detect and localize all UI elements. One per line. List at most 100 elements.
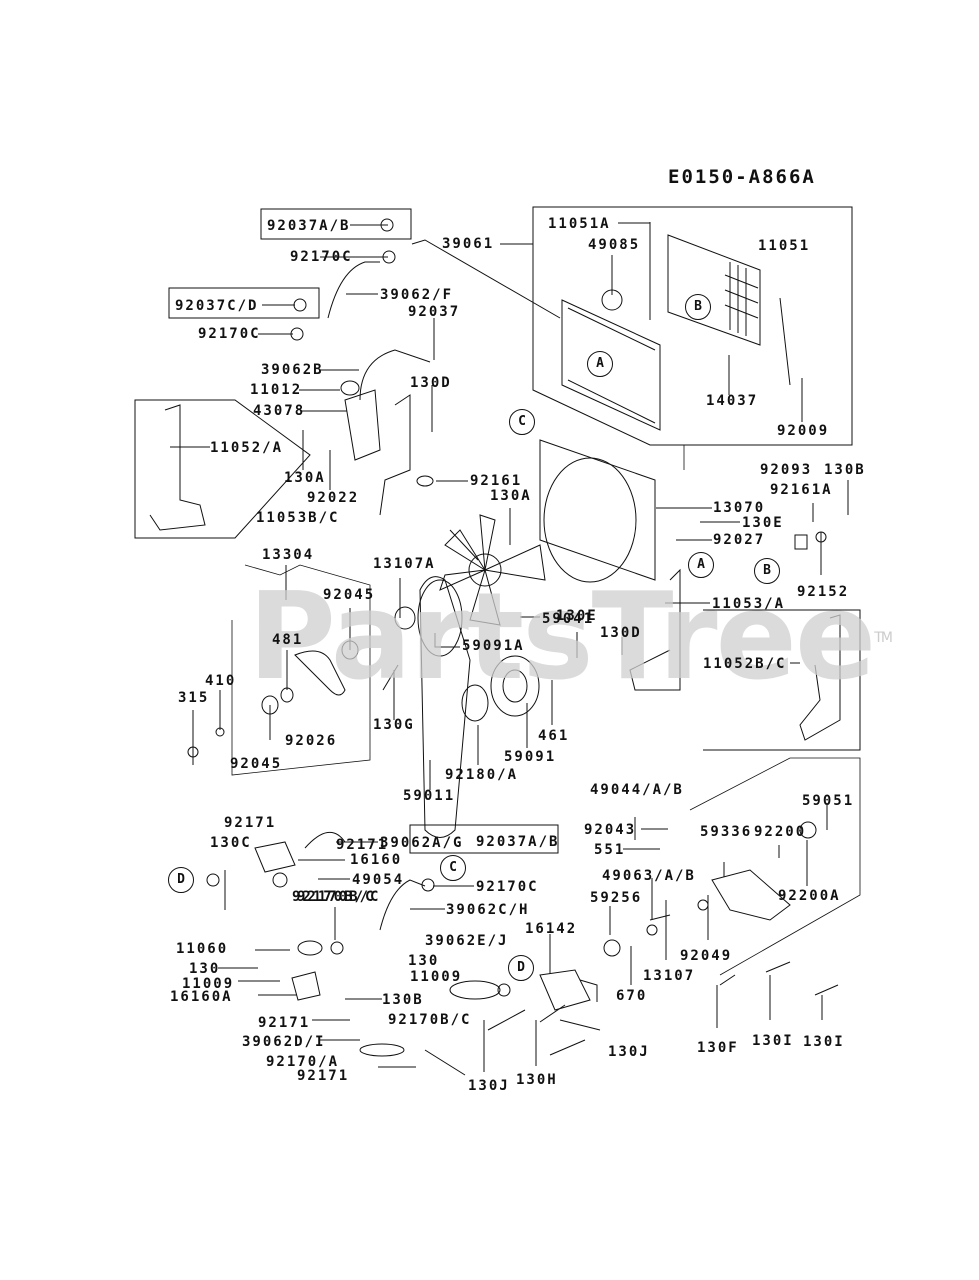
bolt-130j-a bbox=[487, 1009, 526, 1031]
part-label-11009: 11009 bbox=[410, 969, 463, 985]
part-label-130: 130 bbox=[408, 953, 440, 969]
idler-13107a bbox=[394, 606, 416, 630]
part-label-92171: 92171 bbox=[258, 1015, 311, 1031]
bolt-130i-b bbox=[814, 984, 839, 996]
part-label-92045: 92045 bbox=[230, 756, 283, 772]
ref-marker-c-mid: C bbox=[440, 855, 466, 881]
part-label-130f: 130F bbox=[697, 1040, 739, 1056]
bracket-11052a-part bbox=[149, 404, 206, 531]
part-label-39062e-j: 39062E/J bbox=[425, 933, 509, 949]
part-label-92093: 92093 bbox=[760, 462, 813, 478]
fan-hub bbox=[468, 553, 502, 587]
part-label-16160a: 16160A bbox=[170, 989, 233, 1005]
label-box-92037cd bbox=[168, 287, 320, 319]
part-shapes bbox=[149, 218, 841, 1057]
thermostat-49054 bbox=[272, 872, 288, 888]
part-label-11012: 11012 bbox=[250, 382, 303, 398]
part-label-92170b-c: 92170B/C bbox=[292, 889, 376, 905]
part-label-59091: 59091 bbox=[504, 749, 557, 765]
clamp-92170bc-left bbox=[206, 873, 220, 887]
part-label-49054: 49054 bbox=[352, 872, 405, 888]
gear-59051 bbox=[799, 821, 817, 839]
part-label-13107a: 13107A bbox=[373, 556, 436, 572]
ref-marker-b-top: B bbox=[685, 294, 711, 320]
part-label-39062-f: 39062/F bbox=[380, 287, 454, 303]
tensioner-frame bbox=[231, 564, 371, 776]
part-label-92026: 92026 bbox=[285, 733, 338, 749]
radiator-group-frame bbox=[532, 206, 853, 446]
housing-59336 bbox=[711, 869, 791, 921]
part-label-315: 315 bbox=[178, 690, 210, 706]
ref-marker-a-top: A bbox=[587, 351, 613, 377]
reservoir-tank bbox=[344, 389, 381, 461]
part-label-59041: 59041 bbox=[542, 611, 595, 627]
clamp-92037ab-top bbox=[380, 218, 394, 232]
part-label-13304: 13304 bbox=[262, 547, 315, 563]
part-label-11009: 11009 bbox=[182, 976, 235, 992]
seal-49063 bbox=[646, 924, 658, 936]
part-label-92170b-c: 92170B/C bbox=[297, 889, 381, 905]
spacer-92180 bbox=[461, 684, 489, 722]
bearing-92045-top bbox=[341, 640, 359, 660]
part-label-481: 481 bbox=[272, 632, 304, 648]
part-label-39062a-g: 39062A/G bbox=[380, 835, 464, 851]
screen-frame-side bbox=[779, 297, 791, 386]
washer-92049 bbox=[697, 899, 709, 911]
part-label-670: 670 bbox=[616, 988, 648, 1004]
housing-16160a bbox=[291, 971, 321, 1001]
clamp-92170c-low bbox=[290, 327, 304, 341]
part-label-49063-a-b: 49063/A/B bbox=[602, 868, 696, 884]
clamp-92170c-top bbox=[382, 250, 396, 264]
leader-lines bbox=[170, 222, 849, 1076]
part-label-92200a: 92200A bbox=[778, 888, 841, 904]
ref-marker-c-top: C bbox=[509, 409, 535, 435]
bracket-11053bc bbox=[379, 394, 411, 516]
part-label-92027: 92027 bbox=[713, 532, 766, 548]
part-label-410: 410 bbox=[205, 673, 237, 689]
part-label-92170b-c: 92170B/C bbox=[388, 1012, 472, 1028]
fan-shroud bbox=[539, 439, 656, 581]
part-label-92171: 92171 bbox=[224, 815, 277, 831]
shaft-13107 bbox=[649, 914, 671, 921]
clamp-92170bc-pump bbox=[497, 983, 511, 997]
bracket-11052bc-part bbox=[799, 614, 841, 741]
pump-hose bbox=[449, 980, 501, 1000]
part-label-130i: 130I bbox=[803, 1034, 845, 1050]
upper-hose bbox=[327, 261, 380, 319]
part-label-39062c-h: 39062C/H bbox=[446, 902, 530, 918]
part-label-130j: 130J bbox=[608, 1044, 650, 1060]
part-label-92170c: 92170C bbox=[198, 326, 261, 342]
part-label-130d: 130D bbox=[410, 375, 452, 391]
part-label-59011: 59011 bbox=[403, 788, 456, 804]
part-label-59091a: 59091A bbox=[462, 638, 525, 654]
part-label-130: 130 bbox=[189, 961, 221, 977]
part-label-92037: 92037 bbox=[408, 304, 461, 320]
part-label-130c: 130C bbox=[210, 835, 252, 851]
part-label-130b: 130B bbox=[824, 462, 866, 478]
part-label-39061: 39061 bbox=[442, 236, 495, 252]
part-label-43078: 43078 bbox=[253, 403, 306, 419]
ref-marker-a-bracket: A bbox=[688, 552, 714, 578]
hose-39062di bbox=[359, 1043, 405, 1057]
washer-410 bbox=[215, 727, 225, 737]
nut-92152 bbox=[815, 531, 827, 543]
hose-39062ch bbox=[379, 879, 426, 931]
part-label-11060: 11060 bbox=[176, 941, 229, 957]
fan-blades bbox=[439, 514, 546, 626]
part-label-59336: 59336 bbox=[700, 824, 753, 840]
part-label-92037a-b: 92037A/B bbox=[267, 218, 351, 234]
part-label-130a: 130A bbox=[284, 470, 326, 486]
part-label-13107: 13107 bbox=[643, 968, 696, 984]
part-label-13070: 13070 bbox=[713, 500, 766, 516]
part-label-130e: 130E bbox=[556, 608, 598, 624]
part-label-92200: 92200 bbox=[754, 824, 807, 840]
part-label-11051a: 11051A bbox=[548, 216, 611, 232]
part-label-59256: 59256 bbox=[590, 890, 643, 906]
fan-pulley bbox=[417, 579, 463, 657]
part-label-130a: 130A bbox=[490, 488, 532, 504]
part-label-130j: 130J bbox=[468, 1078, 510, 1094]
part-label-92037c-d: 92037C/D bbox=[175, 298, 259, 314]
clamp-92170c-mid bbox=[421, 878, 435, 892]
label-box-92037ab-top bbox=[260, 208, 412, 240]
